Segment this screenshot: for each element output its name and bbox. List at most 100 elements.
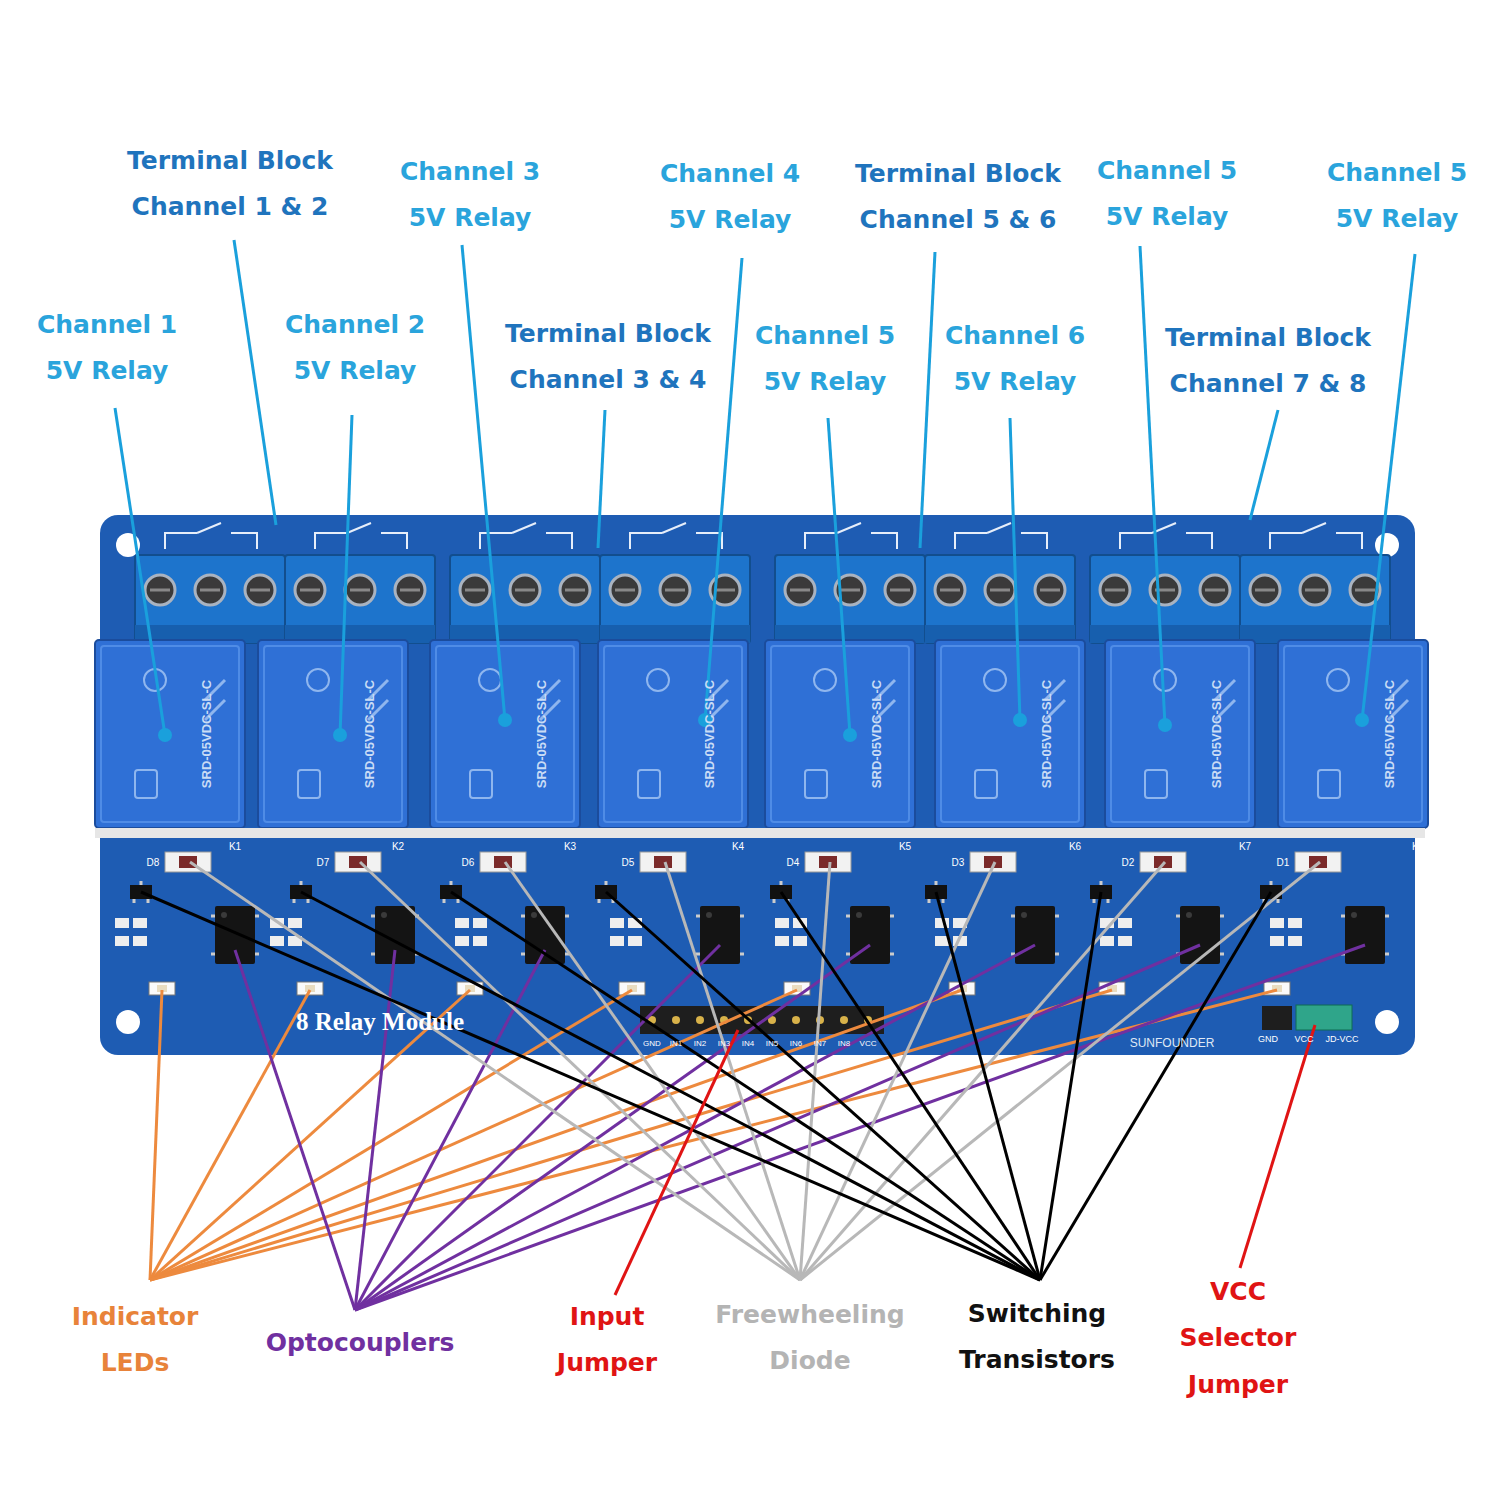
pin-label: VCC	[1294, 1035, 1313, 1045]
terminal-block	[1090, 523, 1240, 643]
optocoupler	[696, 906, 744, 964]
relay-marking: SRD-05VDC-SL-C	[703, 680, 717, 788]
relay-callout: Channel 4 5V Relay	[647, 151, 814, 244]
mounting-hole	[116, 1010, 140, 1034]
board-title: 8 Relay Module	[296, 1008, 464, 1036]
relay-callout: Channel 2 5V Relay	[272, 302, 439, 395]
transistor-leaders	[141, 892, 1271, 1280]
diode	[335, 852, 381, 872]
leader-line	[355, 950, 395, 1310]
jumper-callout: Input Jumper	[548, 1294, 666, 1387]
pin-label: IN1	[670, 1040, 682, 1049]
leader-line	[234, 240, 276, 525]
resistor	[1270, 918, 1302, 946]
jumper-callout: VCC Selector Jumper	[1163, 1269, 1313, 1408]
terminal-block	[135, 523, 285, 643]
leader-line	[235, 950, 355, 1310]
pin-label: IN8	[838, 1040, 850, 1049]
ref-designator: D5	[622, 857, 635, 868]
leader-line	[1010, 418, 1020, 720]
leader-line	[781, 892, 1040, 1280]
vcc-header	[1262, 1006, 1292, 1030]
relay-marking: SRD-05VDC-SL-C	[1040, 680, 1054, 788]
leader-dot	[1013, 713, 1027, 727]
leader-line	[1140, 246, 1165, 725]
ref-designator: K4	[732, 841, 744, 852]
brand-mark: SUNFOUNDER	[1130, 1037, 1215, 1050]
diode-callout: Freewheeling Diode	[699, 1292, 921, 1385]
relay-callout: Channel 3 5V Relay	[387, 149, 554, 242]
leader-line	[1250, 410, 1278, 520]
diode	[640, 852, 686, 872]
relay-callout: Channel 5 5V Relay	[742, 313, 909, 406]
leader-line	[451, 892, 1040, 1280]
relay	[935, 640, 1085, 828]
relay	[765, 640, 915, 828]
opto-leaders	[235, 945, 1365, 1310]
leader-dot	[843, 728, 857, 742]
optocoupler	[1176, 906, 1224, 964]
leader-line	[598, 410, 605, 548]
relay-marking: SRD-05VDC-SL-C	[200, 680, 214, 788]
diode	[1140, 852, 1186, 872]
pin-label: IN3	[718, 1040, 730, 1049]
ref-designator: K7	[1239, 841, 1251, 852]
leader-line	[115, 408, 165, 735]
leader-line	[150, 990, 310, 1280]
terminal-callout: Terminal Block Channel 5 & 6	[833, 151, 1084, 244]
optocoupler	[1341, 906, 1389, 964]
resistor	[115, 918, 147, 946]
leader-dot	[333, 728, 347, 742]
leader-line	[190, 862, 800, 1280]
ref-designator: D2	[1122, 857, 1135, 868]
ref-designator: K8	[1412, 841, 1424, 852]
relay-marking: SRD-05VDC-SL-C	[535, 680, 549, 788]
leader-line	[1240, 1025, 1315, 1268]
relay-strip	[95, 828, 1425, 838]
leader-line	[340, 415, 352, 735]
leader-lines	[115, 240, 1415, 735]
terminal-callout: Terminal Block Channel 1 & 2	[105, 138, 356, 231]
ref-designator: K6	[1069, 841, 1081, 852]
leader-line	[800, 862, 1165, 1280]
relay-callout: Channel 5 5V Relay	[1084, 148, 1251, 241]
mounting-hole	[1375, 533, 1399, 557]
pin-label: IN4	[742, 1040, 754, 1049]
relay	[430, 640, 580, 828]
pin-label: GND	[643, 1040, 661, 1049]
terminal-block	[1240, 523, 1390, 643]
terminal-callout: Terminal Block Channel 7 & 8	[1143, 315, 1394, 408]
transistor-callout: Switching Transistors	[944, 1291, 1130, 1384]
leader-dot	[1355, 713, 1369, 727]
ref-designator: K1	[229, 841, 241, 852]
leader-dot	[498, 713, 512, 727]
diode-leaders	[190, 862, 1320, 1280]
leader-dot	[1158, 718, 1172, 732]
resistor	[270, 918, 302, 946]
pin-label: IN5	[766, 1040, 778, 1049]
leader-line	[360, 862, 800, 1280]
ref-designator: D6	[462, 857, 475, 868]
relay-marking: SRD-05VDC-SL-C	[1210, 680, 1224, 788]
leader-line	[1040, 892, 1271, 1280]
relay	[1278, 640, 1428, 828]
leader-line	[1040, 892, 1101, 1280]
terminal-callout: Terminal Block Channel 3 & 4	[483, 311, 734, 404]
leader-line	[606, 892, 1040, 1280]
relay	[258, 640, 408, 828]
led-callout: Indicator LEDs	[57, 1294, 213, 1387]
ref-designator: K3	[564, 841, 576, 852]
relay-marking: SRD-05VDC-SL-C	[870, 680, 884, 788]
leader-line	[355, 945, 720, 1310]
leader-line	[828, 418, 850, 735]
header-pin	[840, 1016, 848, 1024]
pin-label: IN7	[814, 1040, 826, 1049]
ref-designator: D4	[787, 857, 800, 868]
optocoupler	[211, 906, 259, 964]
ref-designator: K2	[392, 841, 404, 852]
resistor	[610, 918, 642, 946]
leader-line	[150, 990, 470, 1280]
indicator-led	[619, 982, 645, 995]
jumper-leaders	[615, 1025, 1315, 1295]
